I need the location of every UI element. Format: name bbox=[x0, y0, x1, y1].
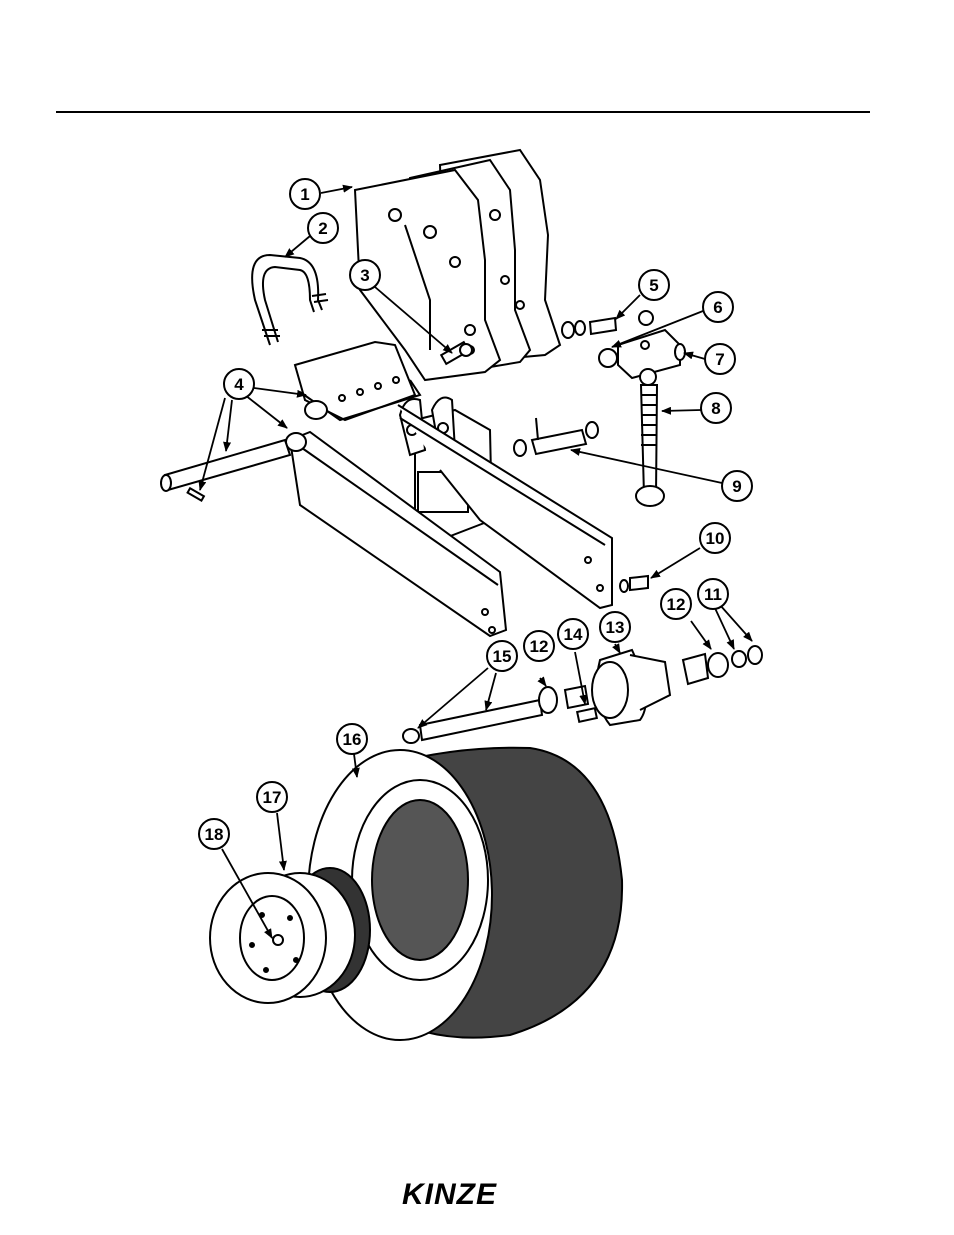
svg-text:16: 16 bbox=[343, 730, 362, 749]
svg-text:8: 8 bbox=[711, 399, 720, 418]
callout-18: 18 bbox=[199, 819, 229, 849]
callout-13: 13 bbox=[600, 612, 630, 642]
svg-text:17: 17 bbox=[263, 788, 282, 807]
callout-7: 7 bbox=[705, 344, 735, 374]
callout-10: 10 bbox=[700, 523, 730, 553]
adjuster-parts-illustration bbox=[562, 311, 685, 378]
adjusting-bolt-illustration bbox=[636, 369, 664, 506]
callout-12-right: 12 bbox=[661, 589, 691, 619]
svg-text:10: 10 bbox=[706, 529, 725, 548]
arm-pin-illustration bbox=[514, 418, 598, 456]
callout-1: 1 bbox=[290, 179, 320, 209]
callout-15: 15 bbox=[487, 641, 517, 671]
svg-text:6: 6 bbox=[713, 298, 722, 317]
callout-5: 5 bbox=[639, 270, 669, 300]
parallel-arms-illustration bbox=[286, 342, 612, 636]
callout-14: 14 bbox=[558, 619, 588, 649]
svg-text:13: 13 bbox=[606, 618, 625, 637]
bolt-10-illustration bbox=[620, 576, 648, 592]
svg-text:9: 9 bbox=[732, 477, 741, 496]
callout-8: 8 bbox=[701, 393, 731, 423]
callout-9: 9 bbox=[722, 471, 752, 501]
u-bolt-illustration bbox=[252, 255, 328, 345]
svg-text:14: 14 bbox=[564, 625, 583, 644]
callout-6: 6 bbox=[703, 292, 733, 322]
svg-text:3: 3 bbox=[360, 266, 369, 285]
svg-text:2: 2 bbox=[318, 219, 327, 238]
svg-text:15: 15 bbox=[493, 647, 512, 666]
callout-4: 4 bbox=[224, 369, 254, 399]
callout-3: 3 bbox=[350, 260, 380, 290]
callout-12-left: 12 bbox=[524, 631, 554, 661]
svg-text:18: 18 bbox=[205, 825, 224, 844]
callout-11: 11 bbox=[698, 579, 728, 609]
svg-text:1: 1 bbox=[300, 185, 309, 204]
rim-illustration bbox=[210, 868, 370, 1003]
svg-text:4: 4 bbox=[234, 375, 244, 394]
svg-text:11: 11 bbox=[704, 585, 722, 604]
svg-text:12: 12 bbox=[667, 595, 686, 614]
callout-16: 16 bbox=[337, 724, 367, 754]
callout-2: 2 bbox=[308, 213, 338, 243]
svg-text:12: 12 bbox=[530, 637, 549, 656]
kinze-logo: KINZE bbox=[398, 1176, 524, 1210]
svg-text:7: 7 bbox=[715, 350, 724, 369]
svg-text:5: 5 bbox=[649, 276, 658, 295]
callout-17: 17 bbox=[257, 782, 287, 812]
svg-text:KINZE: KINZE bbox=[402, 1178, 497, 1210]
